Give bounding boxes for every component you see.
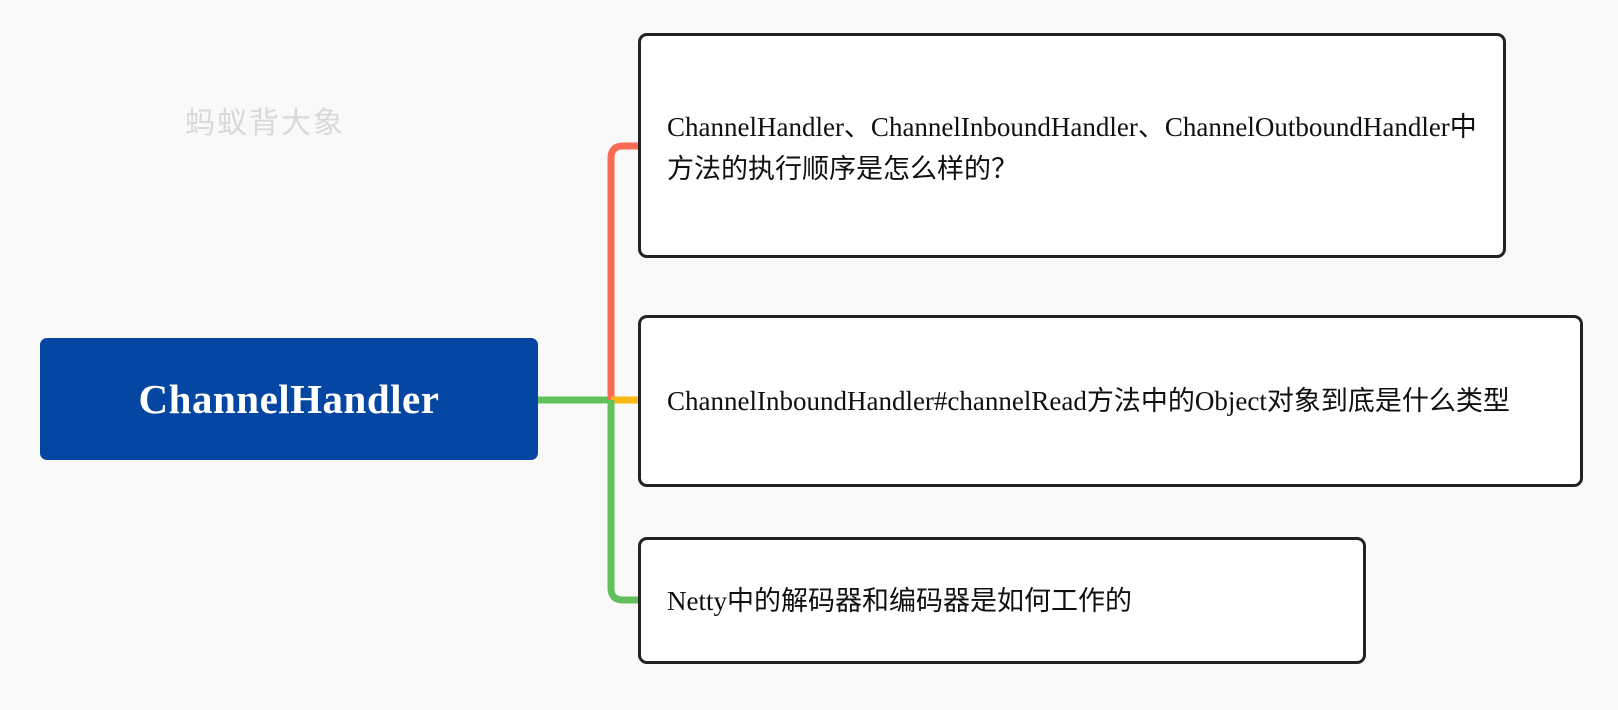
connector-branch-0	[607, 142, 640, 400]
root-node-label: ChannelHandler	[138, 376, 440, 422]
branch-node-0[interactable]: ChannelHandler、ChannelInboundHandler、Cha…	[638, 33, 1506, 258]
branch-node-0-label: ChannelHandler、ChannelInboundHandler、Cha…	[667, 111, 1477, 184]
connector-branch-2	[607, 400, 640, 604]
watermark: 蚂蚁背大象	[185, 107, 345, 140]
root-node[interactable]: ChannelHandler	[40, 338, 538, 460]
branch-node-2-label: Netty中的解码器和编码器是如何工作的	[667, 585, 1132, 616]
branch-node-2[interactable]: Netty中的解码器和编码器是如何工作的	[638, 537, 1366, 664]
branch-node-1[interactable]: ChannelInboundHandler#channelRead方法中的Obj…	[638, 315, 1583, 487]
branch-node-1-label: ChannelInboundHandler#channelRead方法中的Obj…	[667, 386, 1510, 416]
